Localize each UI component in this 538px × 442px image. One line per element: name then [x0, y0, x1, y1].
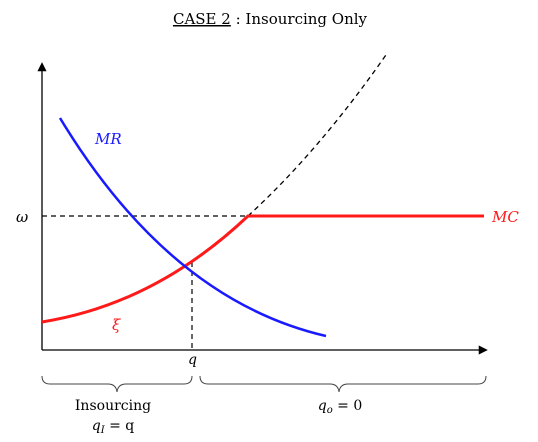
mr-label: MR [94, 130, 122, 148]
qo-sub: o [327, 405, 333, 416]
diagram-title: CASE 2 : Insourcing Only [173, 10, 368, 28]
qo-rest: = 0 [333, 398, 363, 414]
qi-rest: = q [105, 418, 135, 434]
q-label: q [188, 352, 197, 368]
insourcing-label: Insourcing [75, 398, 151, 414]
mc-curve [41, 214, 484, 324]
qo-var: q [318, 398, 327, 414]
qi-sub: I [100, 425, 106, 436]
mc-label: MC [491, 208, 519, 226]
cost-curve-dashed [247, 51, 389, 217]
mr-curve [58, 117, 327, 338]
insourcing-equation: qI = q [92, 418, 135, 436]
title-separator: : [231, 10, 246, 28]
outsourcing-equation: qo = 0 [318, 398, 363, 416]
xi-label: ξ [112, 316, 121, 334]
outsourcing-brace [199, 375, 487, 393]
qi-var: q [92, 418, 101, 434]
title-subtitle: Insourcing Only [245, 10, 367, 28]
insourcing-brace [41, 375, 193, 393]
omega-label: ω [16, 208, 28, 226]
title-case-label: CASE 2 [173, 10, 231, 28]
